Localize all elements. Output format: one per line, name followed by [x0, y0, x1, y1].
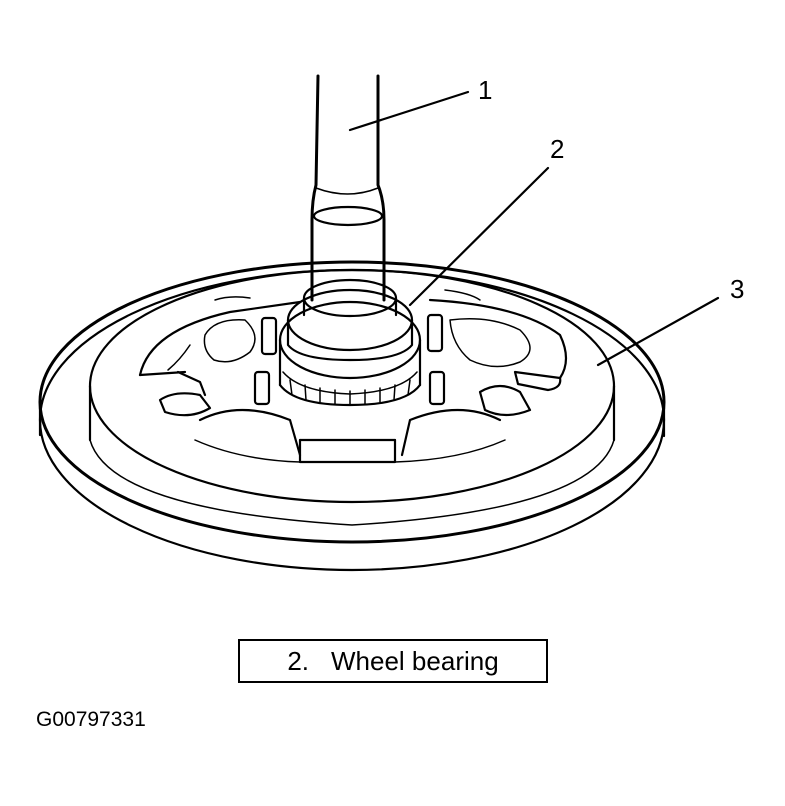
callout-leaders — [348, 90, 720, 367]
callout-3-label: 3 — [730, 274, 744, 304]
legend-box: 2. Wheel bearing — [238, 639, 548, 683]
figure-id: G00797331 — [36, 708, 146, 731]
legend-number: 2. — [287, 645, 310, 676]
legend-text: Wheel bearing — [331, 645, 499, 676]
hub-bearing-assembly — [278, 278, 422, 407]
brake-backing-plate — [38, 260, 666, 572]
installer-shaft — [310, 74, 386, 302]
callout-2-label: 2 — [550, 134, 564, 164]
callout-1-label: 1 — [478, 75, 492, 105]
wheel-studs — [253, 313, 446, 406]
brake-shoes — [138, 289, 568, 464]
